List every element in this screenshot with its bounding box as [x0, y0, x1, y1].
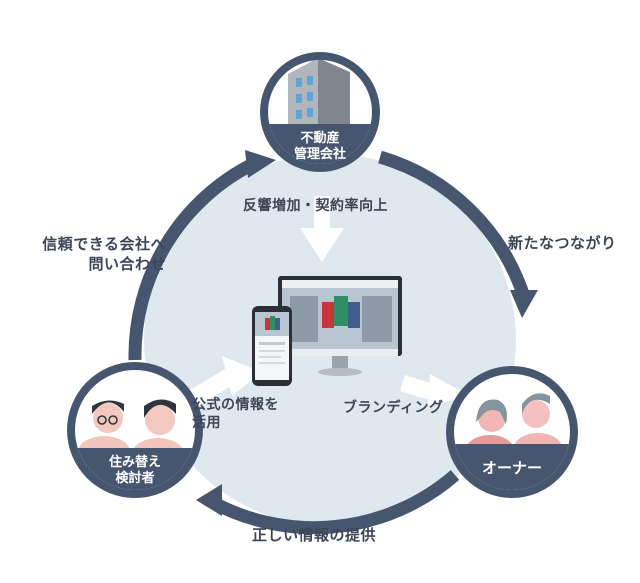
inner-arrow-left [190, 356, 262, 406]
label-contact-line1: 信頼できる会社へ [42, 235, 166, 253]
node-home-seekers [67, 362, 203, 498]
inner-arrow-top [300, 196, 344, 262]
desktop-monitor [278, 276, 402, 376]
node-management-line1: 不動産 [300, 131, 340, 146]
building-icon [288, 60, 350, 140]
label-contact-line2: 問い合わせ [88, 255, 166, 273]
node-owner-label: オーナー [467, 460, 557, 476]
node-seekers-line1: 住み替え [108, 455, 161, 470]
ring-arc-right [378, 150, 532, 302]
label-contact-trusted-company: 信頼できる会社へ 問い合わせ [6, 234, 166, 274]
label-official-line1: 公式の情報を [192, 397, 279, 413]
ring-arc-bottom [201, 470, 460, 535]
ring-arc-left [128, 157, 258, 361]
ring-arrowhead-left [245, 150, 276, 178]
ring-arrowhead-right [510, 290, 538, 318]
node-seekers-line2: 検討者 [115, 471, 155, 486]
node-owner [446, 366, 578, 498]
cycle-ring [128, 150, 532, 535]
node-management-company [260, 52, 380, 172]
site-logo [322, 296, 360, 328]
label-response-increase: 反響増加・契約率向上 [243, 198, 388, 214]
label-correct-information: 正しい情報の提供 [252, 526, 377, 544]
node-management-line2: 管理会社 [293, 147, 346, 162]
label-official-line2: 活用 [192, 415, 221, 431]
node-seekers-label: 住み替え 検討者 [95, 455, 175, 487]
label-branding: ブランディング [343, 400, 444, 416]
smartphone [252, 306, 292, 386]
node-owner-line1: オーナー [481, 459, 542, 477]
label-use-official-info: 公式の情報を 活用 [192, 396, 279, 432]
label-new-connections: 新たなつながり [508, 234, 617, 252]
node-management-label: 不動産 管理会社 [280, 131, 360, 163]
ring-arrowhead-bottom [196, 484, 222, 516]
